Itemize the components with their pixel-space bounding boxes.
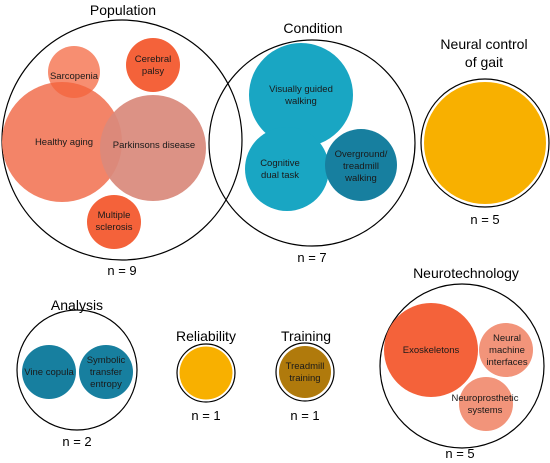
condition-title: Condition xyxy=(283,20,342,36)
neural-control-bubble xyxy=(424,82,546,204)
training-outer-circle xyxy=(275,342,335,402)
symbolic-label-1: Symbolic xyxy=(87,355,126,366)
neural-control-group: Neural control of gait n = 5 xyxy=(420,36,550,227)
symbolic-transfer-entropy-bubble xyxy=(79,345,133,399)
visually-guided-label-2: walking xyxy=(284,96,317,107)
multiple-sclerosis-label-1: Multiple xyxy=(98,210,131,221)
cerebral-palsy-label-1: Cerebral xyxy=(135,54,171,65)
nps-label-1: Neuroprosthetic xyxy=(451,393,518,404)
cerebral-palsy-bubble xyxy=(126,38,180,92)
reliability-title: Reliability xyxy=(176,328,236,344)
neuroprosthetic-systems-bubble xyxy=(459,377,513,431)
neural-control-count: n = 5 xyxy=(470,212,499,227)
overground-label-2: treadmill xyxy=(343,161,379,172)
population-count: n = 9 xyxy=(107,263,136,278)
multiple-sclerosis-label-2: sclerosis xyxy=(96,222,133,233)
overground-label-1: Overground/ xyxy=(335,149,388,160)
sarcopenia-label: Sarcopenia xyxy=(50,71,99,82)
analysis-title: Analysis xyxy=(51,297,103,313)
visually-guided-label-1: Visually guided xyxy=(269,84,333,95)
population-title: Population xyxy=(90,2,156,18)
analysis-outer-circle xyxy=(16,309,138,431)
healthy-aging-label: Healthy aging xyxy=(35,137,93,148)
vine-copula-bubble xyxy=(22,345,76,399)
condition-group: Condition Visually guided walking Cognit… xyxy=(208,20,416,265)
treadmill-training-label-2: training xyxy=(289,373,320,384)
neurotechnology-outer-circle xyxy=(379,283,545,449)
reliability-count: n = 1 xyxy=(191,408,220,423)
exoskeletons-bubble xyxy=(384,303,478,397)
sarcopenia-bubble xyxy=(48,46,100,98)
parkinsons-bubble xyxy=(100,95,206,201)
visually-guided-walking-bubble xyxy=(249,43,353,147)
neural-machine-interfaces-bubble xyxy=(479,323,533,377)
training-group: Training Treadmill training n = 1 xyxy=(275,328,335,423)
analysis-count: n = 2 xyxy=(62,434,91,449)
reliability-bubble xyxy=(179,346,233,400)
condition-outer-circle xyxy=(208,39,416,247)
symbolic-label-2: transfer xyxy=(90,367,122,378)
neurotechnology-group: Neurotechnology Exoskeletons Neural mach… xyxy=(379,265,545,461)
training-count: n = 1 xyxy=(290,408,319,423)
neurotechnology-title: Neurotechnology xyxy=(413,265,519,281)
population-outer-circle xyxy=(1,19,243,261)
population-group: Population Sarcopenia Cerebral palsy Hea… xyxy=(1,2,243,278)
cognitive-label-1: Cognitive xyxy=(260,158,300,169)
cerebral-palsy-label-2: palsy xyxy=(142,66,164,77)
exoskeletons-label: Exoskeletons xyxy=(403,345,460,356)
overground-treadmill-walking-bubble xyxy=(325,129,397,201)
parkinsons-label: Parkinsons disease xyxy=(113,140,195,151)
cognitive-dual-task-bubble xyxy=(245,127,329,211)
overground-label-3: walking xyxy=(344,173,377,184)
nps-label-2: systems xyxy=(468,405,503,416)
reliability-group: Reliability n = 1 xyxy=(176,328,236,423)
analysis-group: Analysis Vine copula Symbolic transfer e… xyxy=(16,297,138,449)
cognitive-label-2: dual task xyxy=(261,170,299,181)
treadmill-training-bubble xyxy=(279,346,331,398)
healthy-aging-bubble xyxy=(2,82,122,202)
reliability-outer-circle xyxy=(176,343,236,403)
multiple-sclerosis-bubble xyxy=(87,195,141,249)
nmi-label-2: machine xyxy=(489,345,525,356)
neurotechnology-count: n = 5 xyxy=(445,446,474,461)
vine-copula-label: Vine copula xyxy=(24,367,74,378)
neural-control-title-2: of gait xyxy=(465,54,503,70)
treadmill-training-label-1: Treadmill xyxy=(286,361,325,372)
symbolic-label-3: entropy xyxy=(90,379,122,390)
neural-control-title-1: Neural control xyxy=(440,36,527,52)
condition-count: n = 7 xyxy=(297,250,326,265)
training-title: Training xyxy=(281,328,331,344)
neural-control-outer-circle xyxy=(420,78,550,208)
nmi-label-1: Neural xyxy=(493,333,521,344)
nmi-label-3: interfaces xyxy=(486,357,527,368)
